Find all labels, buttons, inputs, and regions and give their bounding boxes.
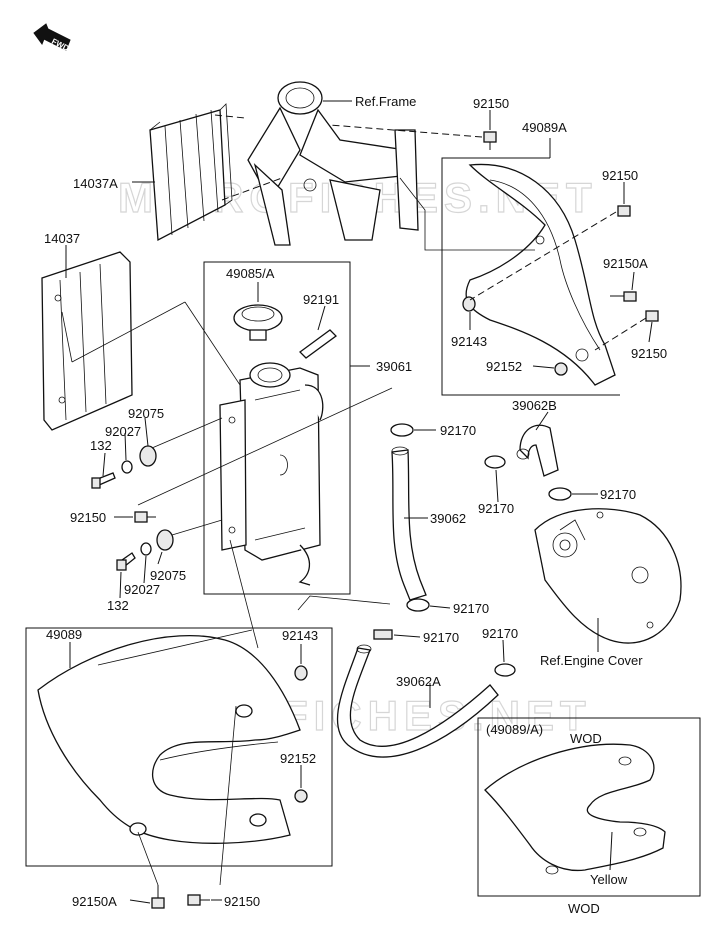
radiator-guard-lower [41,251,133,431]
label-wod-bottom: WOD [568,901,600,916]
label-39062B: 39062B [512,398,557,413]
hose-39062 [391,446,427,601]
label-92150A-bottom: 92150A [72,894,117,909]
shroud-assembly-box [25,627,333,867]
wod-inset-box [477,717,701,897]
label-39061: 39061 [376,359,412,374]
hose-clamp-e [373,629,393,640]
shroud-right-bracket [441,157,620,396]
hose-39062B [516,424,559,477]
radiator-assembly-box [203,261,351,595]
label-92170-f: 92170 [482,626,518,641]
bolt-92150-right1 [617,205,631,217]
label-49089A-inset: (49089/A) [486,722,543,737]
frame [247,81,419,246]
hose-clamp-b [484,455,506,469]
hose-clamp-d [406,598,430,612]
collar-92143-left [294,665,308,681]
engine-cover [534,508,682,644]
label-92150-bottom: 92150 [224,894,260,909]
label-92170-d: 92170 [453,601,489,616]
label-92150-right2: 92150 [631,346,667,361]
bolt-92150-top [483,131,497,150]
label-yellow: Yellow [590,872,628,887]
label-132-upper: 132 [90,438,112,453]
label-92027-upper: 92027 [105,424,141,439]
label-49089: 49089 [46,627,82,642]
label-92170-c: 92170 [600,487,636,502]
label-92152-left: 92152 [280,751,316,766]
label-ref-engine-cover: Ref.Engine Cover [540,653,643,668]
radiator-cap [233,304,283,341]
collar-92143-right [462,296,476,312]
label-92191: 92191 [303,292,339,307]
grommet-lower [156,529,174,551]
bolt-92150-left [134,511,156,523]
label-92170-a: 92170 [440,423,476,438]
bolt-lower [116,552,136,571]
bolt-92150-bottom [187,894,210,906]
bolt-92150-right2 [645,310,659,322]
label-92170-e: 92170 [423,630,459,645]
label-ref-frame: Ref.Frame [355,94,416,109]
label-92152-right: 92152 [486,359,522,374]
bolt-upper [91,472,116,489]
radiator [219,362,324,586]
hose-39062A [336,644,499,758]
washer-upper [121,460,133,474]
radiator-guard-upper [149,103,233,242]
label-92143-left: 92143 [282,628,318,643]
label-49085A: 49085/A [226,266,275,281]
fwd-arrow-icon: FWD [33,23,71,53]
grommet-92152-left [294,789,308,803]
hose-clamp-a [390,423,414,437]
overflow-tube [299,329,337,359]
label-14037A: 14037A [73,176,118,191]
label-132-lower: 132 [107,598,129,613]
bolt-92150A-right [610,291,637,302]
washer-lower [140,542,152,556]
label-wod-top: WOD [570,731,602,746]
label-92143-right: 92143 [451,334,487,349]
shroud-upper-right [465,163,616,386]
label-92170-b: 92170 [478,501,514,516]
label-92150A-right: 92150A [603,256,648,271]
label-92075-lower: 92075 [150,568,186,583]
shroud-inset-wod [484,743,666,875]
label-39062A: 39062A [396,674,441,689]
label-14037: 14037 [44,231,80,246]
label-39062: 39062 [430,511,466,526]
label-92075-upper: 92075 [128,406,164,421]
bolt-92150A-bottom [151,885,165,909]
leader-lines [61,100,653,904]
grommet-92152-right [554,362,568,376]
hose-clamp-c [548,487,572,501]
grommet-upper [139,445,157,467]
label-92150-top: 92150 [473,96,509,111]
hose-clamp-f [494,663,516,677]
label-92027-lower: 92027 [124,582,160,597]
label-92150-left: 92150 [70,510,106,525]
shroud-lower-left [37,634,301,844]
label-49089A: 49089A [522,120,567,135]
label-92150-right1: 92150 [602,168,638,183]
